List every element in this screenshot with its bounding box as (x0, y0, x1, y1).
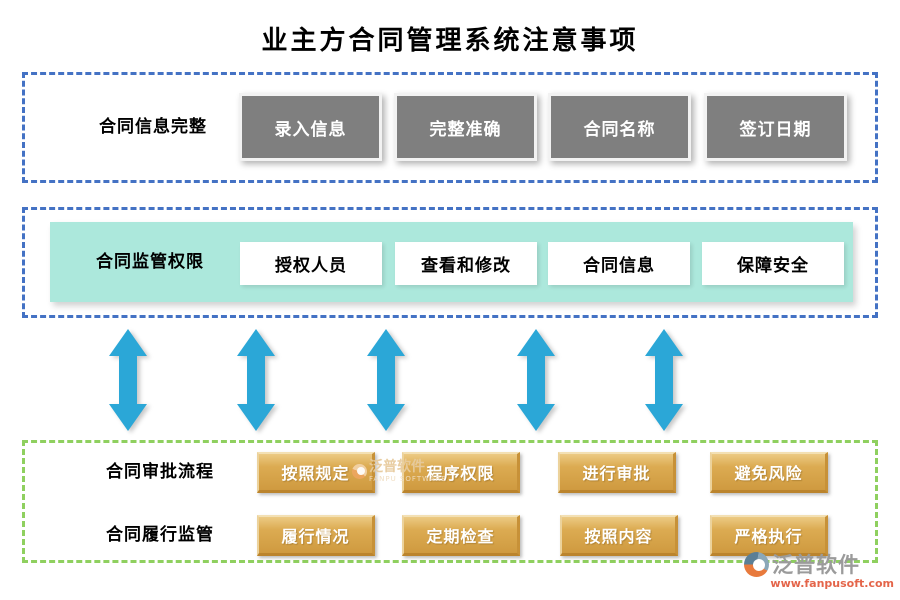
brand-url[interactable]: www.fanpusoft.com (770, 577, 894, 590)
row-label-performance: 合同履行监管 (106, 525, 214, 545)
double-arrow-icon (517, 329, 555, 431)
node-procedure-authority: 程序权限 (402, 452, 520, 493)
node-contract-name: 合同名称 (548, 93, 691, 161)
node-entry-info: 录入信息 (239, 93, 382, 161)
node-complete-accurate: 完整准确 (394, 93, 537, 161)
node-avoid-risk: 避免风险 (710, 452, 828, 493)
node-view-modify: 查看和修改 (395, 242, 537, 285)
section-label: 合同信息完整 (99, 117, 207, 137)
section-approval-performance: 合同审批流程 按照规定 程序权限 进行审批 避免风险 合同履行监管 履行情况 定… (22, 440, 878, 563)
node-sign-date: 签订日期 (704, 93, 847, 161)
node-performance-status: 履行情况 (257, 515, 375, 556)
double-arrow-icon (645, 329, 683, 431)
node-follow-rules: 按照规定 (257, 452, 375, 493)
brand-name: 泛普软件 (772, 553, 860, 577)
brand-logo-icon (744, 551, 769, 577)
node-contract-info: 合同信息 (548, 242, 690, 285)
double-arrow-icon (237, 329, 275, 431)
section-supervision-authority: 合同监管权限 授权人员 查看和修改 合同信息 保障安全 (22, 207, 878, 318)
node-do-approval: 进行审批 (558, 452, 676, 493)
section-label: 合同监管权限 (96, 252, 204, 272)
node-authorized-person: 授权人员 (240, 242, 382, 285)
row-label-approval: 合同审批流程 (106, 462, 214, 482)
section-contract-info: 合同信息完整 录入信息 完整准确 合同名称 签订日期 (22, 72, 878, 183)
node-strict-execution: 严格执行 (710, 515, 828, 556)
double-arrow-icon (367, 329, 405, 431)
node-per-content: 按照内容 (560, 515, 678, 556)
double-arrow-icon (109, 329, 147, 431)
node-ensure-safety: 保障安全 (702, 242, 844, 285)
brand-logo[interactable]: 泛普软件 www.fanpusoft.com (744, 549, 894, 590)
node-regular-check: 定期检查 (402, 515, 520, 556)
page-title: 业主方合同管理系统注意事项 (261, 26, 639, 56)
